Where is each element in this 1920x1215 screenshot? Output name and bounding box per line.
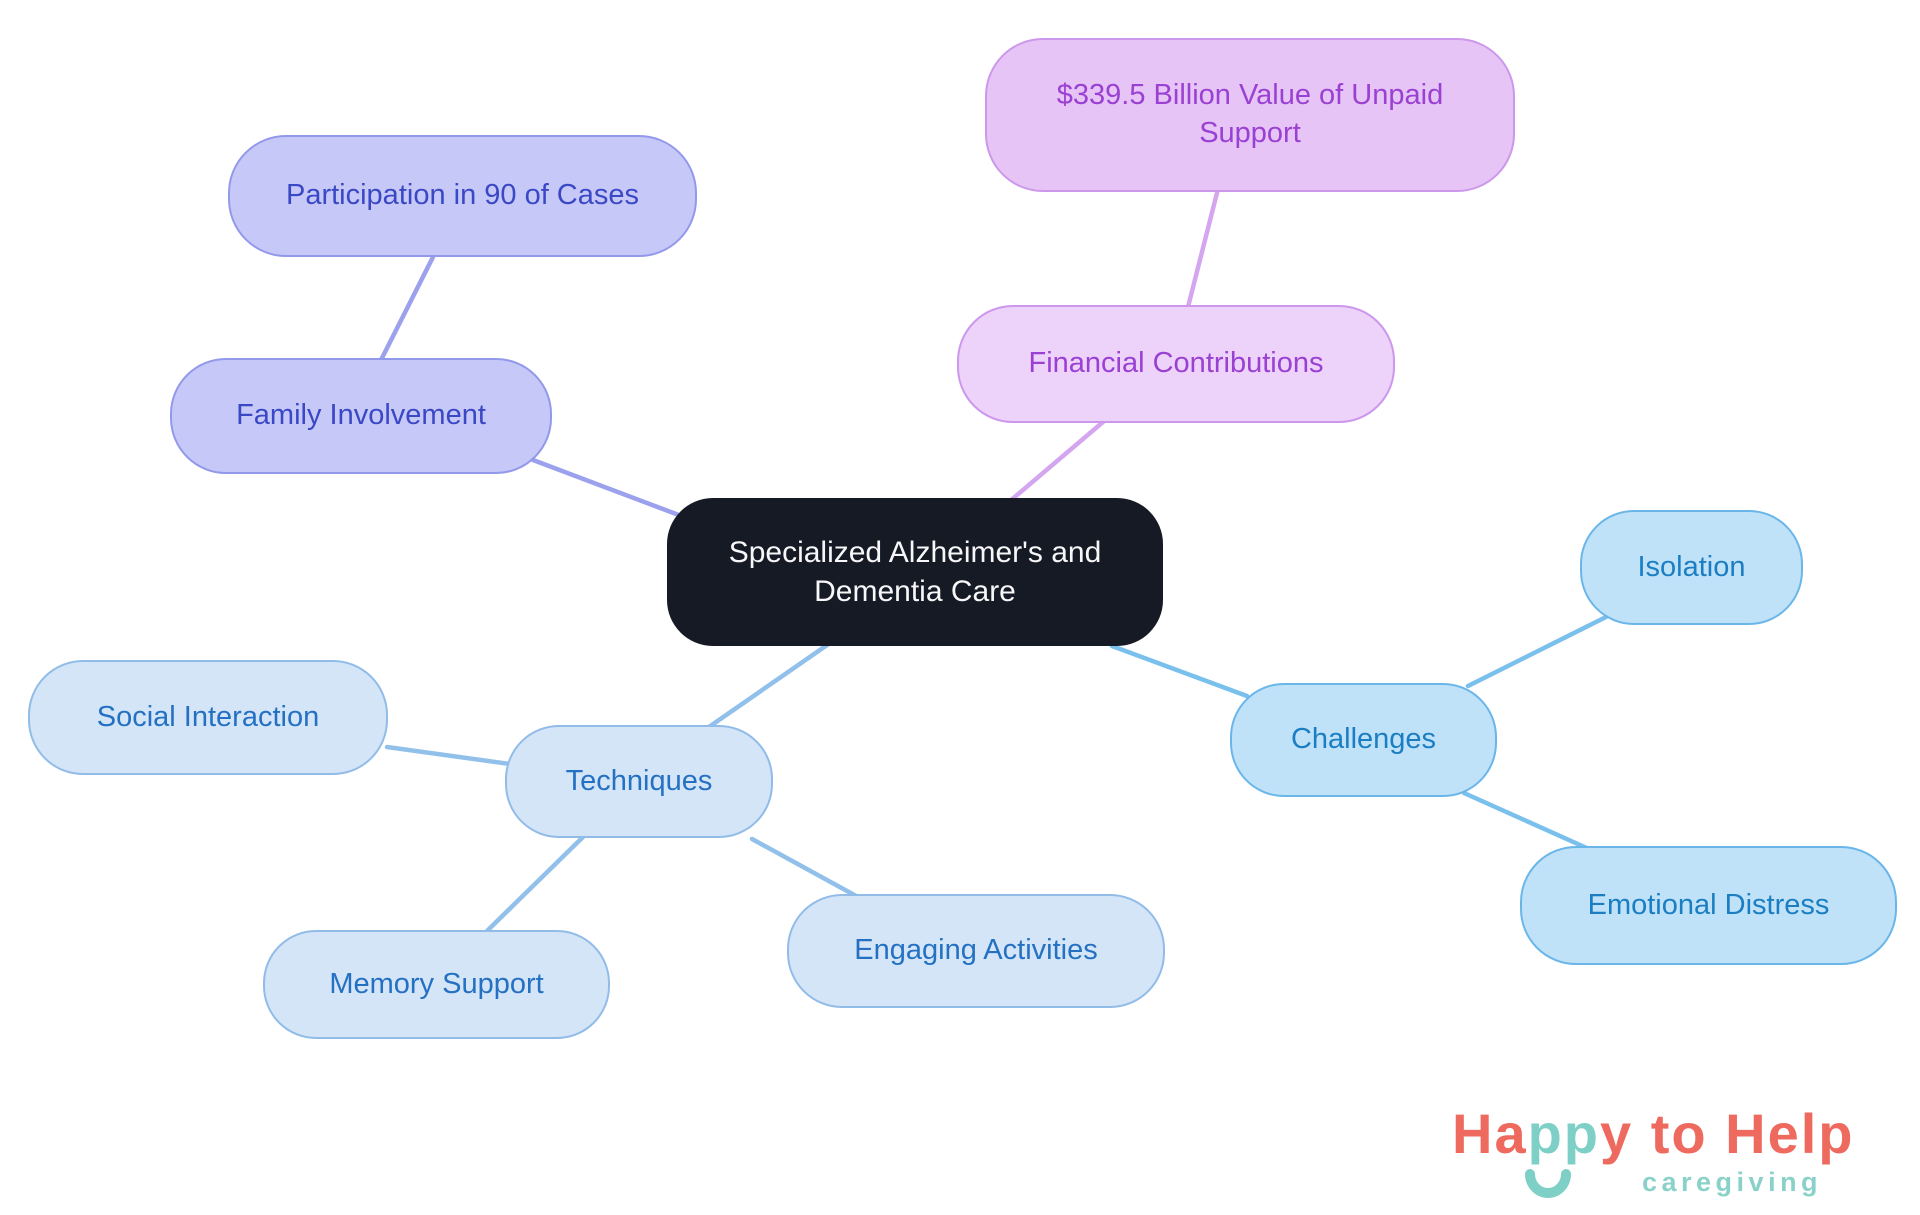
node-label: Challenges	[1290, 723, 1437, 756]
node-financial-contributions[interactable]: Financial Contributions	[957, 305, 1395, 423]
connector-unpaid-financial	[1185, 186, 1221, 310]
connector-techniques-engaging	[749, 836, 861, 900]
happy-to-help-logo: Happy to Help caregiving	[1452, 1106, 1902, 1211]
logo-text-pp: pp	[1527, 1102, 1601, 1165]
logo-text-ha: Ha	[1452, 1102, 1528, 1165]
node-label: Financial Contributions	[1028, 347, 1324, 380]
node-label: Isolation	[1637, 550, 1746, 583]
connector-techniques-memory	[484, 834, 586, 934]
node-label: Memory Support	[329, 967, 544, 1000]
node-engaging-activities[interactable]: Engaging Activities	[787, 894, 1165, 1008]
smile-icon	[1525, 1169, 1571, 1198]
node-challenges[interactable]: Challenges	[1230, 683, 1497, 797]
node-label: Participation in 90 of Cases	[285, 179, 640, 212]
connector-family-center	[530, 457, 695, 523]
node-unpaid-support-value[interactable]: $339.5 Billion Value of Unpaid Support	[985, 38, 1515, 192]
connector-financial-center	[1007, 419, 1106, 504]
node-emotional-distress[interactable]: Emotional Distress	[1520, 846, 1897, 965]
connector-center-techniques	[703, 640, 833, 732]
node-label: Family Involvement	[236, 399, 486, 432]
node-memory-support[interactable]: Memory Support	[263, 930, 610, 1039]
logo-tagline: caregiving	[1642, 1167, 1823, 1197]
connector-center-challenges	[1109, 643, 1250, 699]
node-techniques[interactable]: Techniques	[505, 725, 773, 838]
node-central-topic[interactable]: Specialized Alzheimer's and Dementia Car…	[667, 498, 1163, 646]
node-label: Techniques	[565, 764, 713, 797]
connector-participation-family	[378, 254, 436, 363]
connector-challenges-emotional	[1461, 790, 1592, 852]
logo-wordmark: Happy to Help	[1452, 1106, 1854, 1162]
node-label: Social Interaction	[96, 700, 320, 733]
connector-techniques-social	[384, 744, 513, 767]
node-label: Specialized Alzheimer's and Dementia Car…	[728, 536, 1102, 608]
logo-text-y-to-help: y to Help	[1600, 1102, 1855, 1165]
node-label: $339.5 Billion Value of Unpaid Support	[1056, 79, 1444, 149]
node-family-involvement[interactable]: Family Involvement	[170, 358, 552, 474]
node-participation[interactable]: Participation in 90 of Cases	[228, 135, 697, 257]
node-isolation[interactable]: Isolation	[1580, 510, 1803, 625]
node-label: Emotional Distress	[1587, 888, 1830, 921]
node-social-interaction[interactable]: Social Interaction	[28, 660, 388, 775]
node-label: Engaging Activities	[854, 934, 1098, 967]
connector-challenges-isolation	[1465, 614, 1609, 689]
